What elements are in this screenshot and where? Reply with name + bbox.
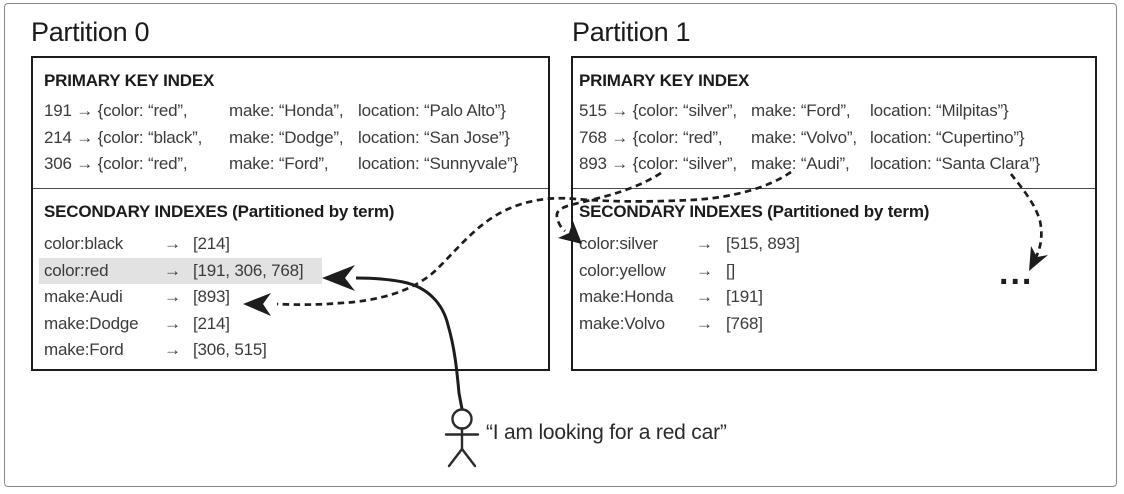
term: make:Dodge [44, 313, 139, 333]
postings-list: [214] [193, 234, 230, 253]
row-make: make: “Ford”, [229, 154, 329, 173]
row-id-doc: 768 → {color: “red”, [579, 127, 723, 147]
row-id-doc: 893 → {color: “silver”, [579, 154, 737, 173]
row-location: location: “Sunnyvale”} [358, 154, 519, 173]
primary-index-row: 214 → {color: “black”, make: “Dodge”, lo… [44, 125, 548, 152]
secondary-indexes-header: SECONDARY INDEXES (Partitioned by term) [579, 202, 930, 221]
figure-border [4, 3, 1117, 487]
term: color:red [44, 260, 109, 280]
row-location: location: “Palo Alto”} [358, 101, 506, 120]
arrow-glyph: → [164, 340, 181, 359]
postings-list: [214] [193, 313, 230, 333]
secondary-index-row: make:Audi → [893] [44, 284, 548, 311]
row-id-doc: 214 → {color: “black”, [44, 127, 203, 147]
row-location: location: “Santa Clara”} [870, 154, 1041, 173]
term: make:Audi [44, 287, 123, 306]
row-id-doc: 191 → {color: “red”, [44, 101, 188, 120]
secondary-index-row: make:Volvo → [768] [579, 311, 1095, 338]
row-make: make: “Dodge”, [229, 127, 344, 147]
arrow-glyph: → [164, 260, 181, 280]
row-make: make: “Volvo”, [751, 127, 857, 147]
postings-list: [768] [726, 313, 763, 333]
partition-1-label: Partition 1 [572, 17, 691, 47]
primary-index-row: 306 → {color: “red”, make: “Ford”, locat… [44, 151, 548, 178]
partition-1-box: PRIMARY KEY INDEX 515 → {color: “silver”… [571, 56, 1097, 371]
term: color:black [44, 234, 124, 253]
partition-1-primary-index: PRIMARY KEY INDEX 515 → {color: “silver”… [573, 58, 1095, 189]
arrow-glyph: → [164, 234, 181, 253]
primary-index-row: 893 → {color: “silver”, make: “Audi”, lo… [579, 151, 1095, 178]
term: color:silver [579, 234, 658, 253]
arrow-glyph: → [696, 260, 713, 280]
primary-index-header: PRIMARY KEY INDEX [579, 71, 750, 90]
postings-list: [893] [193, 287, 230, 306]
postings-list: [191] [726, 287, 763, 306]
term: make:Honda [579, 287, 674, 306]
row-location: location: “Milpitas”} [870, 101, 1009, 120]
secondary-index-row: make:Ford → [306, 515] [44, 337, 548, 364]
primary-index-row: 191 → {color: “red”, make: “Honda”, loca… [44, 98, 548, 125]
term: make:Volvo [579, 313, 665, 333]
postings-list: [] [726, 260, 736, 280]
row-make: make: “Honda”, [229, 101, 344, 120]
partition-0-box: PRIMARY KEY INDEX 191 → {color: “red”, m… [31, 56, 550, 371]
row-id-doc: 515 → {color: “silver”, [579, 101, 737, 120]
row-make: make: “Audi”, [751, 154, 850, 173]
row-location: location: “San Jose”} [358, 127, 510, 147]
postings-list: [306, 515] [193, 340, 267, 359]
partition-0-primary-index: PRIMARY KEY INDEX 191 → {color: “red”, m… [33, 58, 548, 189]
primary-index-row: 515 → {color: “silver”, make: “Ford”, lo… [579, 98, 1095, 125]
arrow-glyph: → [696, 287, 713, 306]
secondary-index-row: make:Dodge → [214] [44, 311, 548, 338]
arrow-glyph: → [696, 313, 713, 333]
row-make: make: “Ford”, [751, 101, 851, 120]
primary-index-header: PRIMARY KEY INDEX [44, 71, 215, 90]
more-partitions-ellipsis: ... [999, 254, 1034, 292]
term: color:yellow [579, 260, 666, 280]
secondary-index-row-highlighted: color:red → [191, 306, 768] [39, 257, 322, 284]
partition-0-secondary-indexes: SECONDARY INDEXES (Partitioned by term) … [33, 189, 548, 364]
primary-index-row: 768 → {color: “red”, make: “Volvo”, loca… [579, 125, 1095, 152]
partition-0-label: Partition 0 [31, 17, 150, 47]
postings-list: [191, 306, 768] [193, 260, 304, 280]
arrow-glyph: → [164, 313, 181, 333]
arrow-glyph: → [696, 234, 713, 253]
postings-list: [515, 893] [726, 234, 800, 253]
secondary-index-row: color:black → [214] [44, 231, 548, 258]
arrow-glyph: → [164, 287, 181, 306]
row-id-doc: 306 → {color: “red”, [44, 154, 188, 173]
row-location: location: “Cupertino”} [870, 127, 1025, 147]
secondary-indexes-header: SECONDARY INDEXES (Partitioned by term) [44, 202, 395, 221]
term: make:Ford [44, 340, 124, 359]
query-caption: “I am looking for a red car” [486, 421, 727, 444]
